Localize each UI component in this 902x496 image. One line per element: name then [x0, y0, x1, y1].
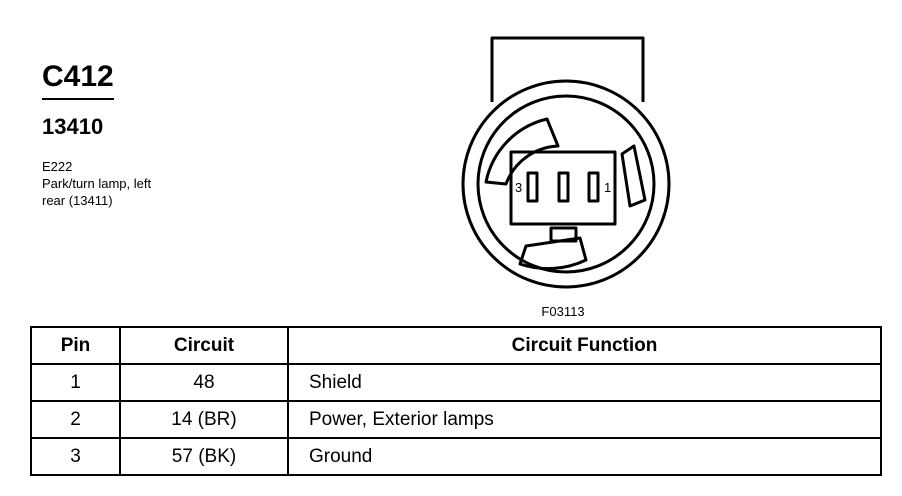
pin-label-3: 3: [515, 180, 522, 195]
lock-arc-bottom: [518, 236, 588, 271]
table-row: 3 57 (BK) Ground: [30, 437, 882, 476]
pinout-table: Pin Circuit Circuit Function 1 48 Shield…: [30, 326, 882, 476]
pin-3-terminal: [526, 171, 539, 203]
pin-label-1: 1: [604, 180, 611, 195]
table-row: 2 14 (BR) Power, Exterior lamps: [30, 400, 882, 439]
component-code: E222: [42, 159, 73, 174]
connector-diagram: 3 1: [461, 36, 671, 289]
connector-housing-tab: [490, 36, 645, 102]
connector-outer-ring: [461, 79, 671, 289]
component-desc-line1: Park/turn lamp, left: [42, 176, 152, 191]
cell-circuit: 57 (BK): [119, 437, 289, 476]
cell-pin: 1: [30, 363, 121, 402]
header-pin: Pin: [30, 326, 121, 365]
table-header-row: Pin Circuit Circuit Function: [30, 326, 882, 365]
connector-header: C412 13410 E222 Park/turn lamp, left rea…: [42, 60, 151, 209]
figure-code: F03113: [541, 304, 585, 319]
cell-function: Shield: [287, 363, 882, 402]
component-info: E222 Park/turn lamp, left rear (13411): [42, 158, 151, 209]
pin-2-terminal: [557, 171, 570, 203]
table-row: 1 48 Shield: [30, 363, 882, 402]
cell-pin: 2: [30, 400, 121, 439]
connector-inner-ring: [476, 94, 656, 274]
lock-tab-right: [620, 144, 647, 208]
polarization-key: [549, 226, 578, 243]
cell-function: Power, Exterior lamps: [287, 400, 882, 439]
terminal-housing: [509, 150, 617, 226]
cell-pin: 3: [30, 437, 121, 476]
header-circuit-function: Circuit Function: [287, 326, 882, 365]
component-desc-line2: rear (13411): [42, 193, 113, 208]
cell-circuit: 14 (BR): [119, 400, 289, 439]
lock-arc-top-left: [484, 117, 560, 186]
header-circuit: Circuit: [119, 326, 289, 365]
pin-1-terminal: [587, 171, 600, 203]
cell-circuit: 48: [119, 363, 289, 402]
cell-function: Ground: [287, 437, 882, 476]
part-number: 13410: [42, 114, 104, 139]
connector-id: C412: [42, 60, 114, 100]
